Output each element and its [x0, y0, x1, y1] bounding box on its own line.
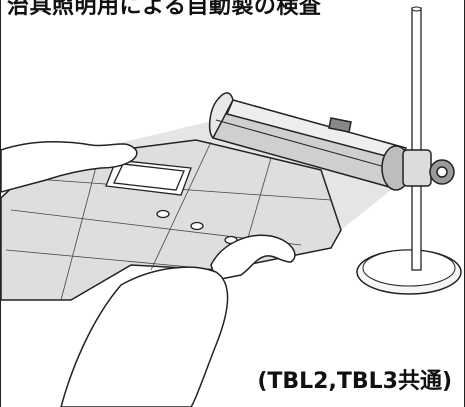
clamp: [402, 149, 455, 187]
right-sleeve: [60, 266, 229, 407]
figure-caption: (TBL2,TBL3共通): [257, 369, 452, 394]
right-hand: [210, 234, 296, 281]
board-slot: [105, 159, 192, 196]
figure-title: 治具照明用による自動製の検査: [7, 0, 322, 19]
stand-pole: [411, 7, 422, 271]
left-hand: [1, 140, 138, 193]
